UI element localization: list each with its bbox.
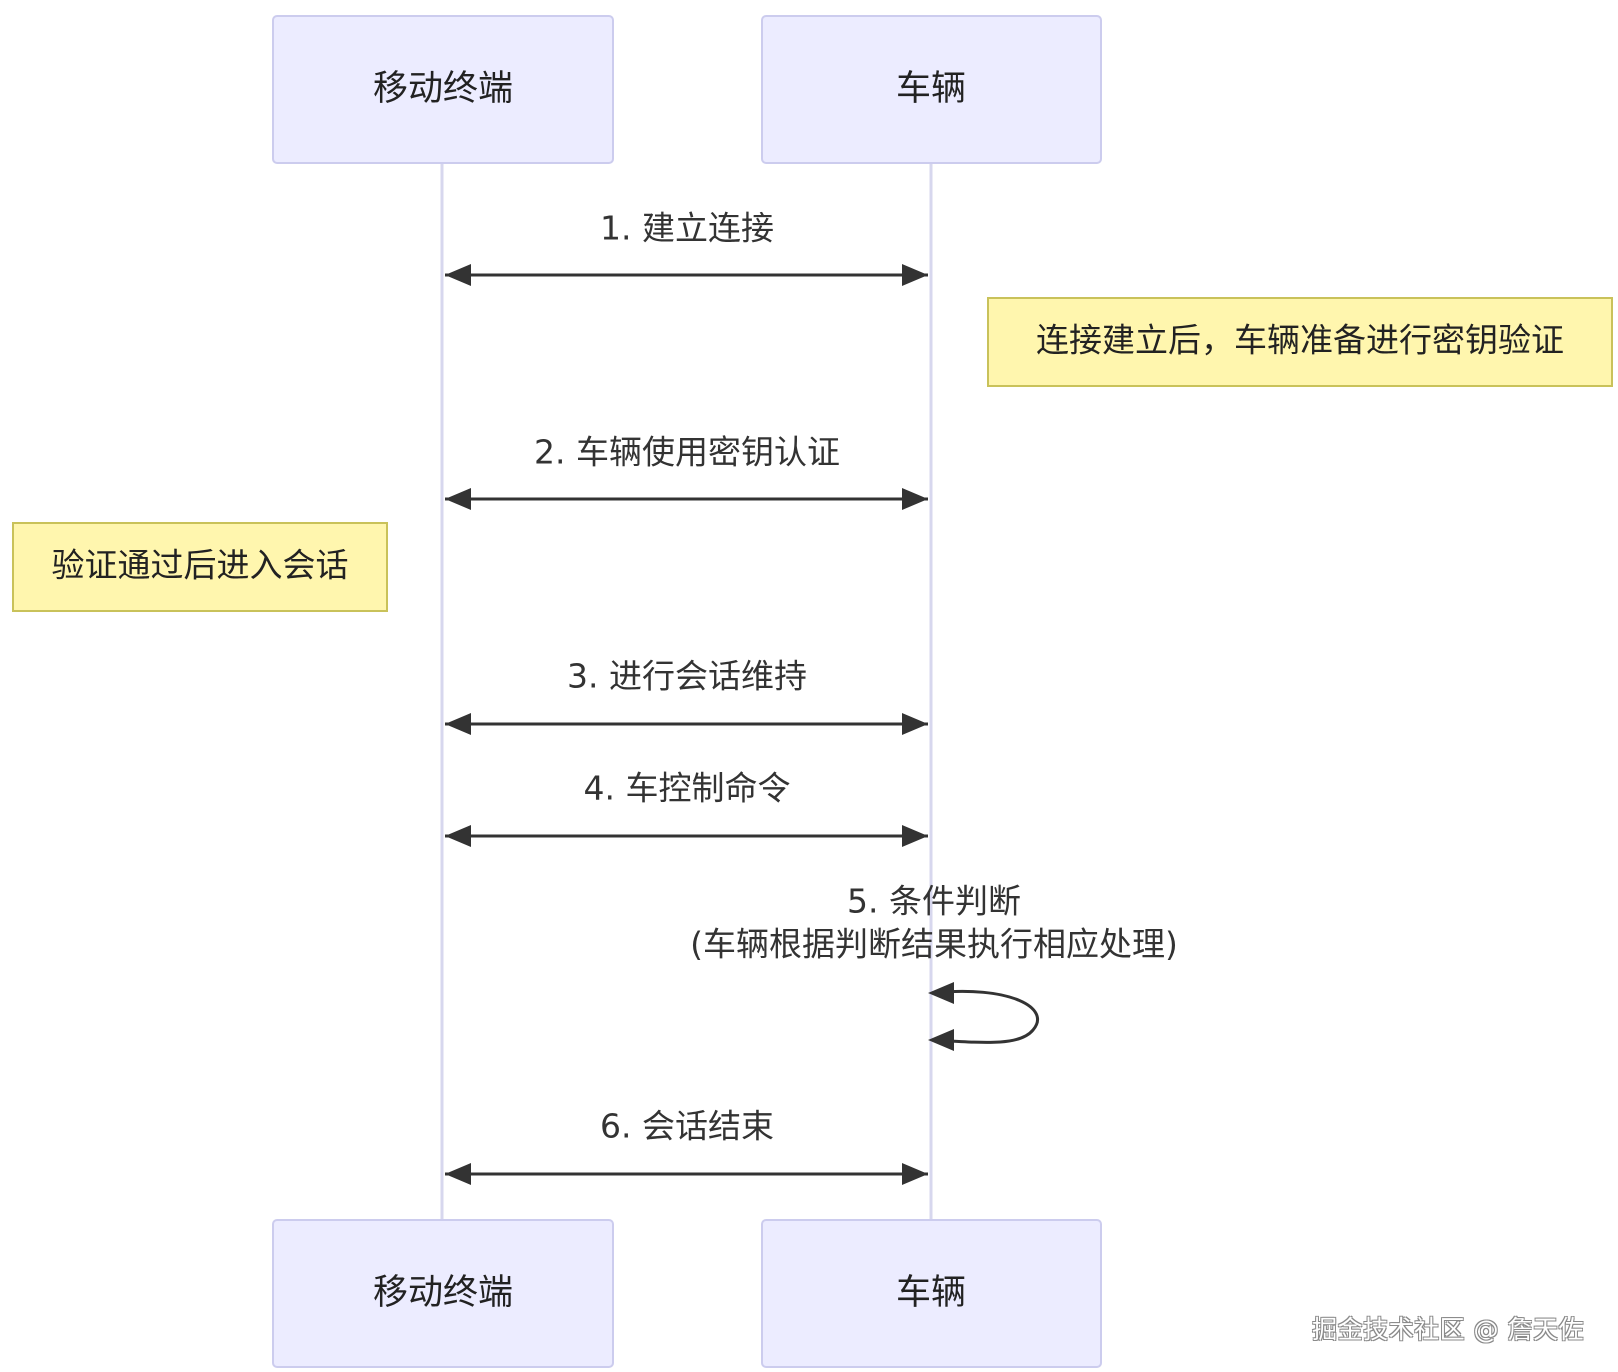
message-4: 4. 车控制命令	[445, 769, 928, 847]
message-1-label: 1. 建立连接	[600, 209, 774, 248]
actor-vehicle-top-label: 车辆	[896, 69, 966, 109]
message-6-label: 6. 会话结束	[600, 1107, 774, 1146]
actor-vehicle-bottom-label: 车辆	[896, 1273, 966, 1313]
message-6: 6. 会话结束	[445, 1107, 928, 1185]
message-5-label-line1: 5. 条件判断	[847, 882, 1021, 921]
actor-vehicle-top: 车辆	[761, 15, 1102, 164]
actor-mobile-top: 移动终端	[272, 15, 614, 164]
note-after-connect-text: 连接建立后，车辆准备进行密钥验证	[1036, 321, 1564, 360]
message-1-arrowhead-left	[445, 264, 471, 286]
message-5-label-line2: (车辆根据判断结果执行相应处理)	[690, 925, 1178, 964]
message-4-arrowhead-right	[902, 825, 928, 847]
message-2-arrowhead-left	[445, 488, 471, 510]
message-5-self: 5. 条件判断 (车辆根据判断结果执行相应处理)	[690, 882, 1178, 1051]
note-after-connect: 连接建立后，车辆准备进行密钥验证	[987, 297, 1613, 387]
message-1-arrowhead-right	[902, 264, 928, 286]
message-2: 2. 车辆使用密钥认证	[445, 433, 928, 510]
message-6-arrowhead-left	[445, 1163, 471, 1185]
note-after-auth: 验证通过后进入会话	[12, 522, 388, 612]
message-5-arrowhead-top	[928, 982, 954, 1004]
actor-vehicle-bottom: 车辆	[761, 1219, 1102, 1368]
message-5-arrowhead-bottom	[928, 1029, 954, 1051]
message-3: 3. 进行会话维持	[445, 657, 928, 735]
message-3-label: 3. 进行会话维持	[567, 657, 807, 696]
note-after-auth-text: 验证通过后进入会话	[52, 546, 349, 585]
message-6-arrowhead-right	[902, 1163, 928, 1185]
message-2-arrowhead-right	[902, 488, 928, 510]
actor-mobile-bottom: 移动终端	[272, 1219, 614, 1368]
message-5-loop-arrow	[931, 989, 1040, 1044]
message-4-arrowhead-left	[445, 825, 471, 847]
message-2-label: 2. 车辆使用密钥认证	[534, 433, 840, 472]
actor-mobile-top-label: 移动终端	[373, 69, 513, 109]
message-3-arrowhead-right	[902, 713, 928, 735]
message-3-arrowhead-left	[445, 713, 471, 735]
message-1: 1. 建立连接	[445, 209, 928, 286]
message-4-label: 4. 车控制命令	[584, 769, 791, 808]
actor-mobile-bottom-label: 移动终端	[373, 1273, 513, 1313]
watermark-text: 掘金技术社区 @ 詹天佐	[1312, 1315, 1584, 1344]
